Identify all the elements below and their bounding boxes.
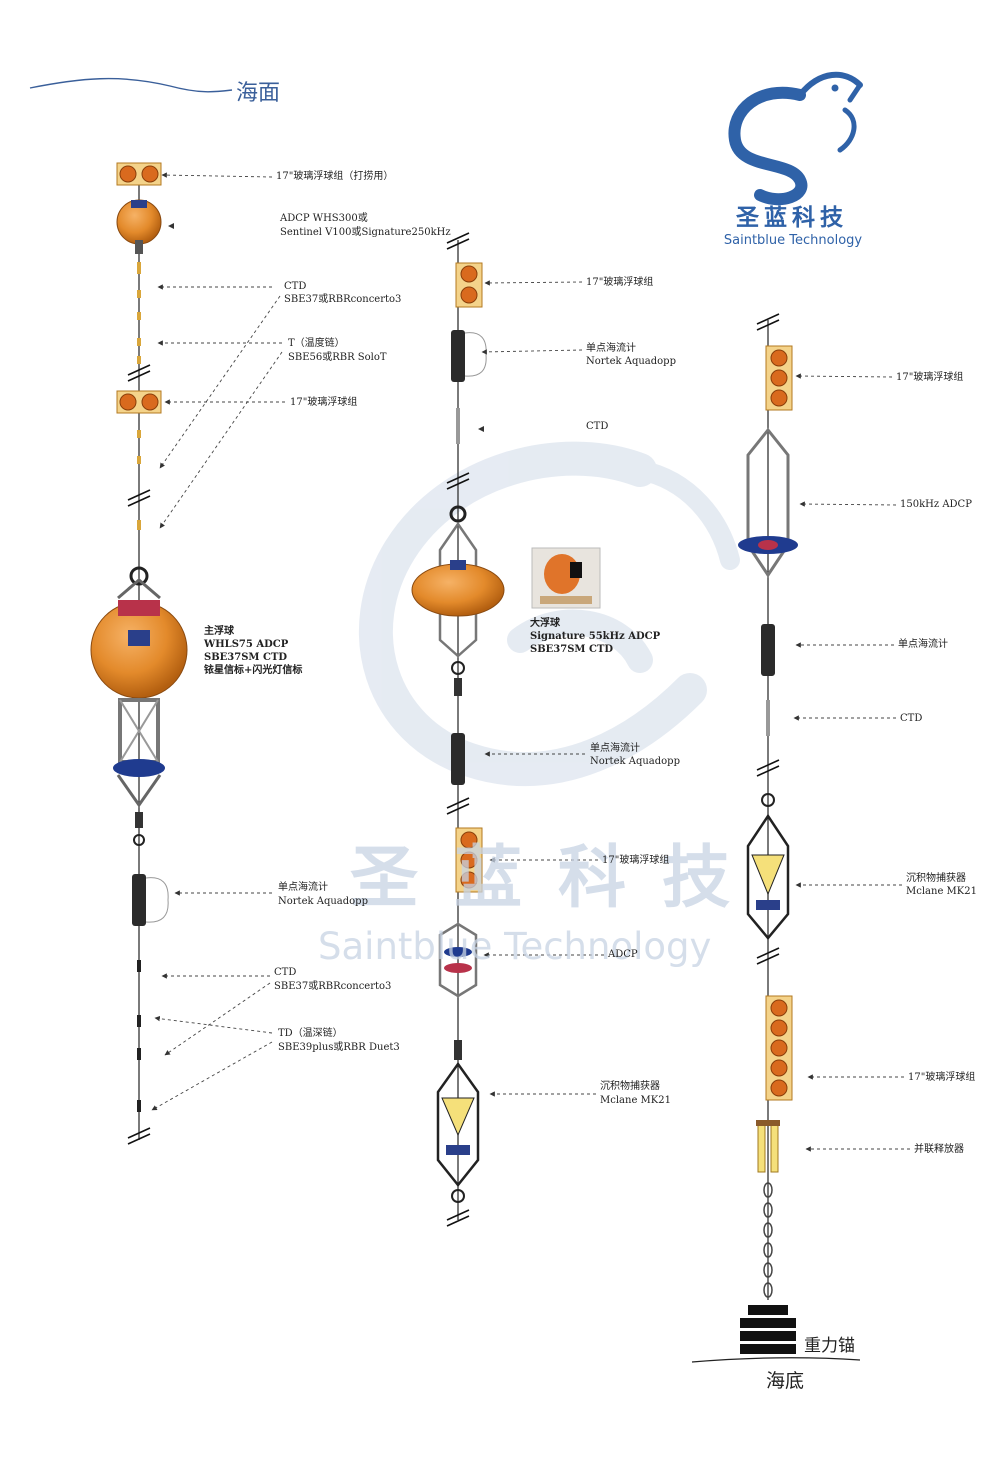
glass-float-group-icon (765, 995, 793, 1101)
mooring-3 (738, 313, 798, 1354)
gravity-anchor-label: 重力锚 (804, 1336, 855, 1356)
glass-float-group-icon (455, 827, 483, 893)
watermark-dragon (358, 441, 740, 786)
instrument-ticks (137, 262, 141, 530)
glass-float-group-icon (765, 345, 793, 411)
watermark-en-text: Saintblue Technology (318, 925, 712, 968)
pointer-icon (478, 426, 484, 432)
sea-surface-line (29, 77, 233, 93)
m1-label-current-meter-model: Nortek Aquadopp (278, 896, 368, 907)
m1-label-t-chain: T（温度链） (288, 338, 345, 349)
m2-label-sediment-trap: 沉积物捕获器 (600, 1081, 660, 1092)
current-meter-icon (132, 874, 169, 926)
m1-label-main-adcp: WHLS75 ADCP (204, 639, 289, 650)
m2-label-top-float: 17"玻璃浮球组 (586, 277, 654, 288)
logo-dragon-icon (728, 71, 863, 206)
m3-label-current-meter: 单点海流计 (898, 639, 948, 650)
m2-label-big-buoy-ctd: SBE37SM CTD (530, 644, 614, 655)
m1-label-mid-float: 17"玻璃浮球组 (290, 397, 358, 408)
m2-label-current-meter-model: Nortek Aquadopp (586, 356, 676, 367)
line-break-symbols (756, 313, 780, 965)
m1-label-beacon: 铱星信标+闪光灯信标 (204, 665, 303, 676)
seabed-line (691, 1357, 861, 1363)
m1-label-main-buoy: 主浮球 (204, 626, 234, 637)
seabed-label: 海底 (766, 1370, 805, 1392)
pointer-icon (168, 223, 174, 229)
m1-label-main-ctd: SBE37SM CTD (204, 652, 288, 663)
m1-label-ctd: CTD (284, 281, 307, 292)
acoustic-release-icon (756, 1120, 780, 1173)
glass-float-group-icon (116, 162, 162, 186)
ctd-icon (766, 700, 770, 736)
m3-label-ctd: CTD (900, 713, 923, 724)
current-meter-icon (451, 330, 487, 382)
m2-label-big-buoy: 大浮球 (530, 618, 560, 629)
adcp-frame-icon (738, 427, 798, 578)
watermark-cn-text: 圣蓝科技 (350, 839, 767, 918)
leader-lines (151, 172, 910, 1152)
m2-label-adcp: ADCP (608, 949, 638, 960)
m1-label-lower-ctd-model: SBE37或RBRconcerto3 (274, 981, 392, 992)
m2-label-lower-float: 17"玻璃浮球组 (602, 855, 670, 866)
m1-label-adcp-alt: Sentinel V100或Signature250kHz (280, 227, 451, 238)
line-break-symbols (127, 364, 151, 1145)
anchor-chain (763, 1182, 773, 1298)
m2-label-sediment-trap-model: Mclane MK21 (600, 1095, 671, 1106)
mooring-1 (90, 162, 188, 1145)
adcp-frame-icon (438, 922, 478, 998)
m1-label-lower-ctd: CTD (274, 967, 297, 978)
glass-float-group-icon (116, 390, 162, 414)
m1-label-t-chain-model: SBE56或RBR SoloT (288, 352, 387, 363)
m3-label-sediment-trap: 沉积物捕获器 (906, 873, 966, 884)
m2-label-current-meter: 单点海流计 (586, 343, 636, 354)
m2-label-big-buoy-adcp: Signature 55kHz ADCP (530, 631, 661, 642)
current-meter-icon (761, 624, 775, 676)
m1-label-td-chain: TD（温深链） (278, 1028, 343, 1039)
m3-label-adcp: 150kHz ADCP (900, 499, 972, 510)
m1-label-ctd-model: SBE37或RBRconcerto3 (284, 294, 402, 305)
sediment-trap-icon (436, 1040, 480, 1203)
big-buoy-icon (411, 505, 505, 696)
m3-label-lower-float: 17"玻璃浮球组 (908, 1072, 976, 1083)
glass-float-group-icon (455, 262, 483, 308)
m3-label-release: 并联释放器 (914, 1144, 964, 1155)
inset-photo-icon (531, 547, 601, 609)
m3-label-sediment-trap-model: Mclane MK21 (906, 886, 977, 897)
m1-label-current-meter: 单点海流计 (278, 882, 328, 893)
m1-label-top-float: 17"玻璃浮球组（打捞用） (276, 171, 394, 182)
m1-label-adcp: ADCP WHS300或 (280, 213, 368, 224)
sea-surface-label: 海面 (236, 81, 281, 106)
ctd-icon (456, 408, 460, 444)
gravity-anchor-icon (740, 1305, 796, 1354)
m2-label-current-meter-2-model: Nortek Aquadopp (590, 756, 680, 767)
main-buoy-icon (90, 566, 188, 846)
m1-label-td-chain-model: SBE39plus或RBR Duet3 (278, 1042, 400, 1053)
m2-label-current-meter-2: 单点海流计 (590, 743, 640, 754)
mooring-2 (411, 232, 601, 1227)
logo-en-text: Saintblue Technology (723, 233, 863, 248)
line-break-symbols (446, 232, 470, 1227)
adcp-buoy-icon (116, 199, 162, 254)
m2-label-ctd: CTD (586, 421, 609, 432)
m3-label-top-float: 17"玻璃浮球组 (896, 372, 964, 383)
logo-cn-text: 圣蓝科技 (736, 205, 848, 231)
sediment-trap-icon (746, 793, 790, 940)
current-meter-icon (451, 733, 465, 785)
